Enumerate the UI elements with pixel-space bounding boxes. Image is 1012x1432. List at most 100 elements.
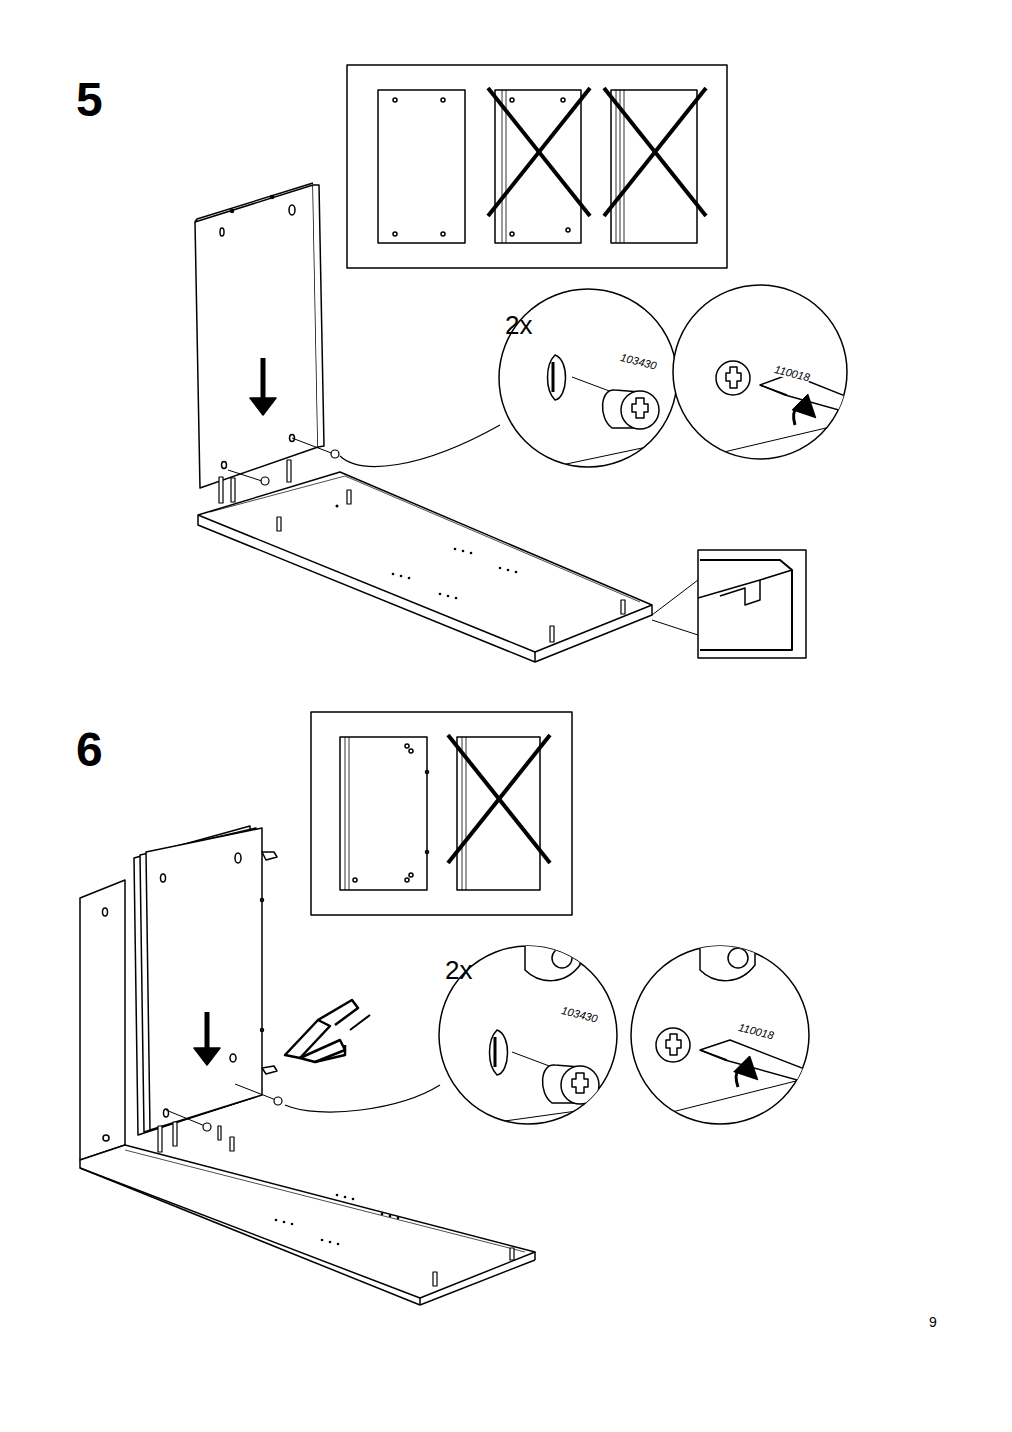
detail-circle-part-part — [700, 1040, 820, 1085]
edge-detail-inset-part — [652, 580, 698, 615]
dowels-part — [292, 438, 334, 454]
hole-marks-part — [329, 1241, 332, 1244]
hole-marks-part — [439, 593, 442, 596]
detail-circle-part-part — [656, 1028, 690, 1062]
detail-circle-part-part — [700, 945, 755, 981]
divider-panel-part — [146, 828, 262, 1130]
hand-push-icon-part — [300, 1040, 345, 1062]
dowels-part — [219, 477, 223, 503]
detail-circle — [439, 945, 620, 1130]
detail-leader — [285, 1085, 440, 1112]
detail-circle-part — [500, 355, 680, 478]
dowels — [219, 438, 625, 642]
hole-marks — [336, 505, 518, 600]
dowels-part — [158, 1126, 162, 1152]
divider-panel-part — [261, 1029, 264, 1032]
detail-circle-part-part — [572, 377, 612, 392]
dowels-part — [228, 470, 265, 482]
side-panel-part — [103, 908, 108, 916]
quantity: 2x — [505, 312, 532, 338]
hole-marks-part — [336, 1194, 339, 1197]
hole-marks-part — [462, 550, 465, 553]
hand-push-icon-part — [318, 1000, 358, 1025]
orientation-inset-part — [409, 873, 413, 877]
side-panel-part — [313, 185, 324, 447]
bottom-panel-part — [125, 1150, 525, 1252]
hole-marks-part — [400, 575, 403, 578]
hole-marks-part — [336, 505, 339, 508]
orientation-inset-part — [378, 90, 465, 243]
orientation-inset-part — [311, 712, 572, 915]
page-number: 9 — [929, 1315, 937, 1329]
divider-panel-part — [161, 874, 166, 882]
orientation-inset-part — [426, 771, 429, 774]
detail-circle-part-part — [552, 362, 555, 392]
hand-push-icon-part — [315, 1045, 345, 1062]
edge-detail-inset-part — [698, 580, 760, 605]
orientation-inset-part — [405, 878, 409, 882]
detail-circle-part-part — [666, 1034, 681, 1055]
detail-circle-part-part — [512, 1052, 552, 1067]
side-panel-part — [220, 228, 224, 236]
assembly-illustration-part-part — [250, 398, 276, 415]
orientation-inset-part — [347, 65, 727, 268]
hole-marks-part — [275, 1219, 278, 1222]
bottom-panel-part — [80, 1145, 535, 1298]
hole-marks-part — [337, 1243, 340, 1246]
dowels-part — [287, 460, 291, 482]
detail-circle-part — [439, 946, 617, 1124]
detail-circle-part-part — [494, 1037, 497, 1067]
orientation-inset-part — [510, 98, 514, 102]
detail-circle-part-part — [572, 1073, 588, 1093]
dowels-part — [621, 600, 625, 614]
bottom-panel-part — [534, 1252, 536, 1260]
hole-marks-part — [455, 597, 458, 600]
orientation-inset-part — [405, 744, 409, 748]
detail-circle — [631, 945, 820, 1124]
detail-leader — [340, 425, 500, 466]
orientation-inset-part — [510, 232, 514, 236]
step-number: 5 — [76, 76, 103, 124]
assembly-illustration-part-part — [261, 358, 266, 400]
detail-leader-part — [340, 425, 500, 466]
detail-leader-part — [285, 1085, 440, 1112]
bottom-panel-part — [420, 1260, 535, 1305]
divider-panel-part — [235, 853, 241, 863]
divider-panel-part — [262, 852, 277, 860]
detail-circle-part — [499, 289, 677, 467]
side-panel-part — [222, 462, 227, 469]
bottom-panel-part — [345, 476, 640, 602]
orientation-inset-part — [441, 232, 445, 236]
detail-circle-part-part — [794, 406, 808, 425]
detail-circle-part-part — [621, 391, 659, 429]
dowels — [158, 1084, 514, 1286]
orientation-inset-part — [488, 88, 590, 216]
hand-push-icon-part — [350, 1015, 370, 1030]
orientation-inset-part — [566, 228, 570, 232]
bottom-panel — [198, 472, 652, 662]
side-panel-part — [195, 183, 313, 222]
dowels-part — [433, 1272, 437, 1286]
hole-marks-part — [283, 1221, 286, 1224]
dowels-part — [218, 1126, 221, 1140]
side-panel-part — [289, 205, 295, 215]
orientation-inset-part — [345, 737, 346, 890]
orientation-inset-part — [353, 878, 357, 882]
hole-marks-part — [499, 567, 502, 570]
dowels-part — [231, 478, 235, 502]
assembly-illustration-part — [80, 65, 880, 1305]
divider-panel-part — [230, 1054, 236, 1062]
detail-circle-part-part — [700, 1050, 727, 1060]
detail-circle-part-part — [760, 385, 787, 395]
side-panel-part — [231, 210, 234, 213]
orientation-inset-part — [393, 232, 397, 236]
bottom-panel-part — [534, 652, 536, 662]
detail-circle-part-part — [640, 1080, 800, 1120]
dowels-part — [173, 1122, 177, 1146]
dowels-part — [331, 450, 339, 458]
dowels-part — [274, 1097, 282, 1105]
orientation-inset-part — [620, 90, 621, 243]
hole-marks-part — [291, 1223, 294, 1226]
detail-circle-part — [440, 945, 620, 1130]
side-panel-part — [271, 196, 274, 199]
